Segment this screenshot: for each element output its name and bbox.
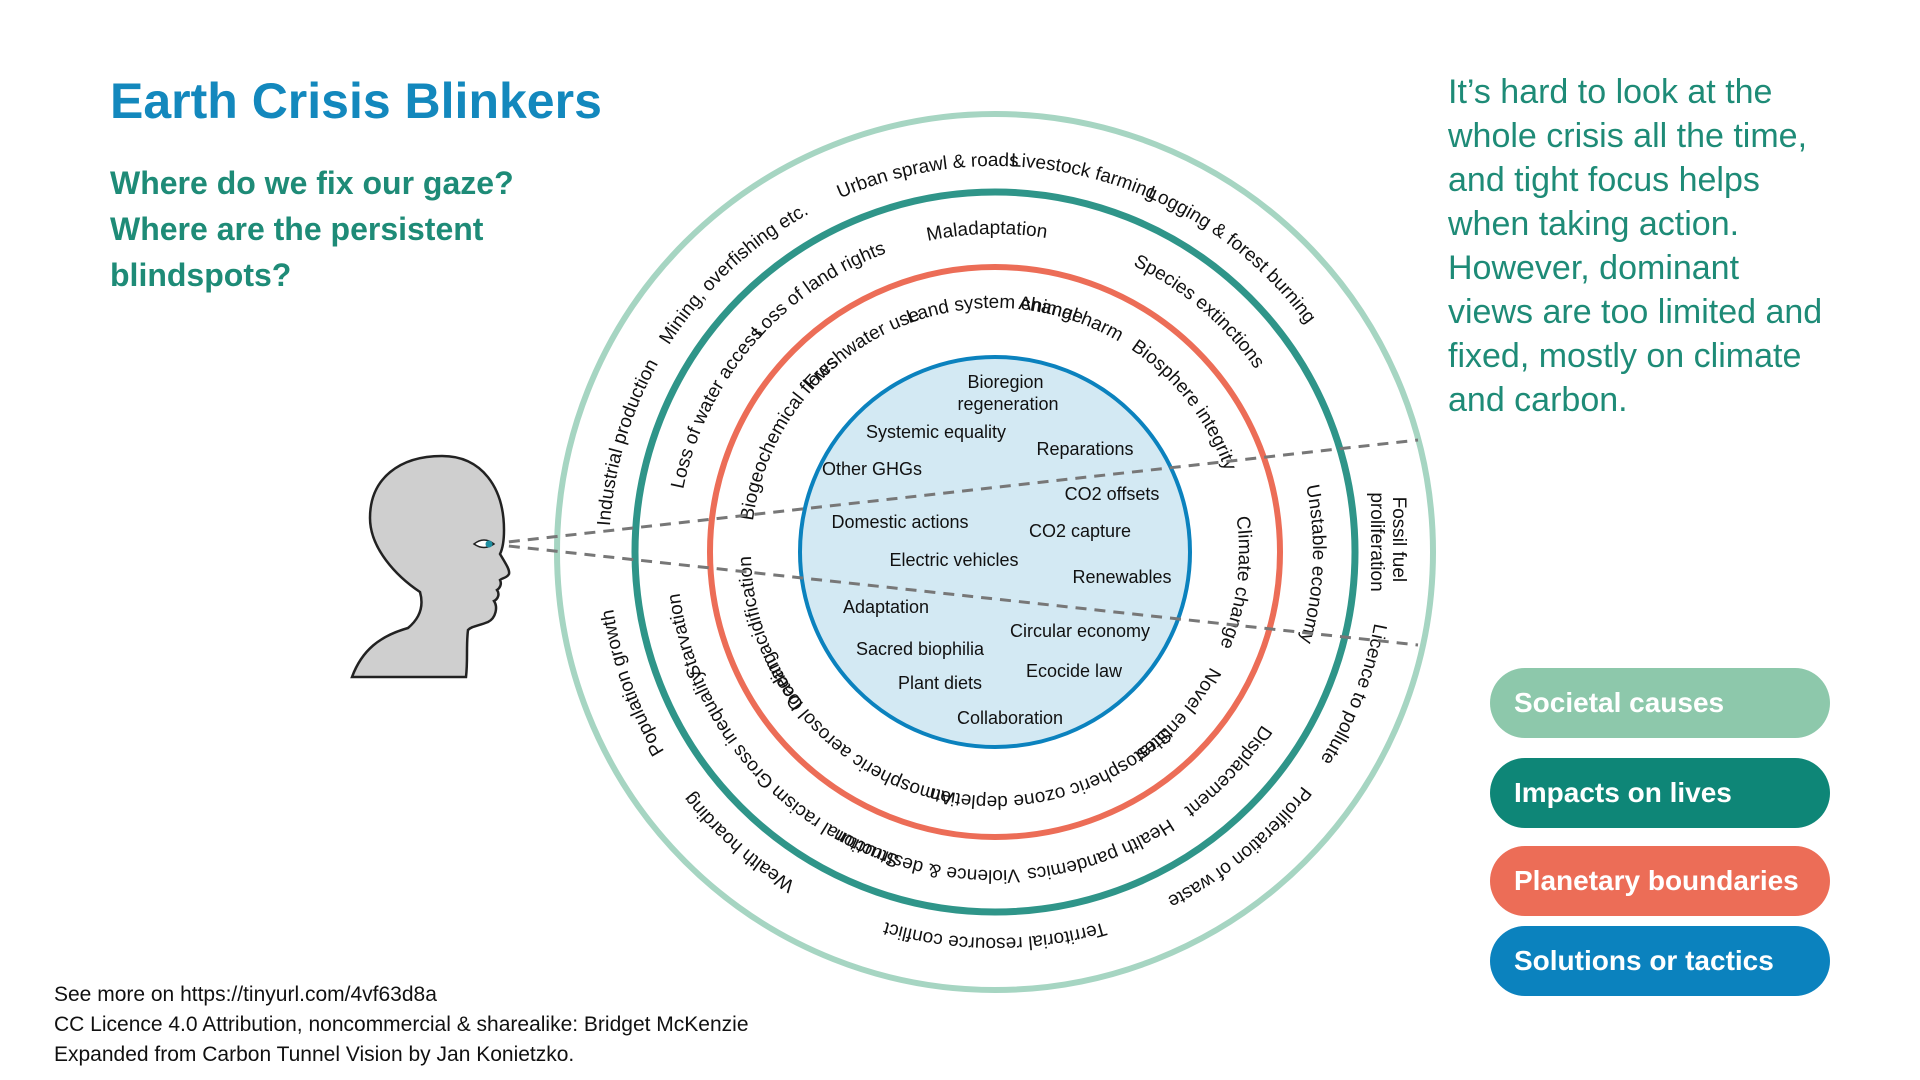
- legend-solutions-or-tactics: Solutions or tactics: [1490, 926, 1830, 996]
- legend-planetary-boundaries: Planetary boundaries: [1490, 846, 1830, 916]
- solution-reparations: Reparations: [1036, 439, 1133, 459]
- fossil-fuel-line-2: proliferation: [1366, 492, 1387, 591]
- subtitle: Where do we fix our gaze? Where are the …: [110, 160, 514, 298]
- label-unstable-economy: Unstable economy: [1295, 483, 1329, 647]
- solution-adaptation: Adaptation: [843, 597, 929, 617]
- subtitle-line: blindspots?: [110, 257, 292, 293]
- solutions-disc: [798, 355, 1192, 749]
- intro-line: whole crisis all the time,: [1448, 117, 1808, 155]
- intro-line: views are too limited and: [1448, 293, 1823, 331]
- intro-line: fixed, mostly on climate: [1448, 337, 1802, 375]
- subtitle-line: Where are the persistent: [110, 211, 484, 247]
- label-maladaptation: Maladaptation: [925, 218, 1049, 246]
- intro-line: when taking action.: [1448, 205, 1740, 243]
- label-violence-destruction: Violence & destruction: [830, 824, 1020, 886]
- label-fossil-fuel-proliferation: Fossil fuel proliferation: [1366, 492, 1409, 591]
- gaze-line-upper: [489, 438, 1419, 546]
- label-land-system-change: Land system change: [904, 292, 1086, 328]
- credit-source-line: Expanded from Carbon Tunnel Vision by Ja…: [54, 1043, 575, 1066]
- bioregion-line-1: Bioregion: [967, 372, 1043, 392]
- solution-other-ghgs: Other GHGs: [822, 459, 922, 479]
- solution-co2-capture: CO2 capture: [1029, 521, 1131, 541]
- solution-sacred-biophilia: Sacred biophilia: [856, 639, 985, 659]
- label-starvation: Starvation: [664, 592, 707, 681]
- subtitle-line: Where do we fix our gaze?: [110, 165, 514, 201]
- intro-line: and tight focus helps: [1448, 161, 1760, 199]
- head-icon: [350, 454, 511, 679]
- solution-bioregion-regeneration: Bioregion regeneration: [957, 372, 1058, 414]
- intro-line: It’s hard to look at the: [1448, 73, 1773, 111]
- solution-plant-diets: Plant diets: [898, 673, 982, 693]
- fossil-fuel-line-1: Fossil fuel: [1388, 497, 1409, 583]
- solution-circular-economy: Circular economy: [1010, 621, 1150, 641]
- label-displacement: Displacement: [1180, 722, 1275, 822]
- solution-ecocide-law: Ecocide law: [1026, 661, 1123, 681]
- solution-co2-offsets: CO2 offsets: [1065, 484, 1160, 504]
- intro-line: However, dominant: [1448, 249, 1740, 287]
- credits: See more on https://tinyurl.com/4vf63d8a…: [54, 980, 749, 1070]
- solution-systemic-equality: Systemic equality: [866, 422, 1006, 442]
- label-climate-change: Climate change: [1216, 515, 1256, 652]
- solution-collaboration: Collaboration: [957, 708, 1063, 728]
- intro-text: It’s hard to look at the whole crisis al…: [1448, 70, 1888, 422]
- legend-societal-causes: Societal causes: [1490, 668, 1830, 738]
- page-title: Earth Crisis Blinkers: [110, 73, 602, 129]
- legend-impacts-on-lives: Impacts on lives: [1490, 758, 1830, 828]
- eye-pupil: [485, 540, 493, 548]
- credit-licence-line: CC Licence 4.0 Attribution, noncommercia…: [54, 1013, 749, 1036]
- label-territorial-resource-conflict: Territorial resource conflict: [880, 917, 1108, 954]
- label-logging-forest-burning: Logging & forest burning: [1145, 182, 1320, 327]
- solution-electric-vehicles: Electric vehicles: [889, 550, 1018, 570]
- label-gross-inequality: Gross inequality: [684, 666, 778, 792]
- head-shape: [350, 454, 511, 679]
- planetary-boundaries-ring: [707, 264, 1283, 840]
- bioregion-line-2: regeneration: [957, 394, 1058, 414]
- label-mining-overfishing: Mining, overfishing etc.: [656, 200, 812, 349]
- gaze-line-lower: [489, 542, 1419, 647]
- credit-link-line: See more on https://tinyurl.com/4vf63d8a: [54, 983, 437, 1006]
- solution-domestic-actions: Domestic actions: [831, 512, 968, 532]
- solution-renewables: Renewables: [1072, 567, 1171, 587]
- impacts-on-lives-ring: [631, 188, 1359, 916]
- intro-line: and carbon.: [1448, 381, 1628, 419]
